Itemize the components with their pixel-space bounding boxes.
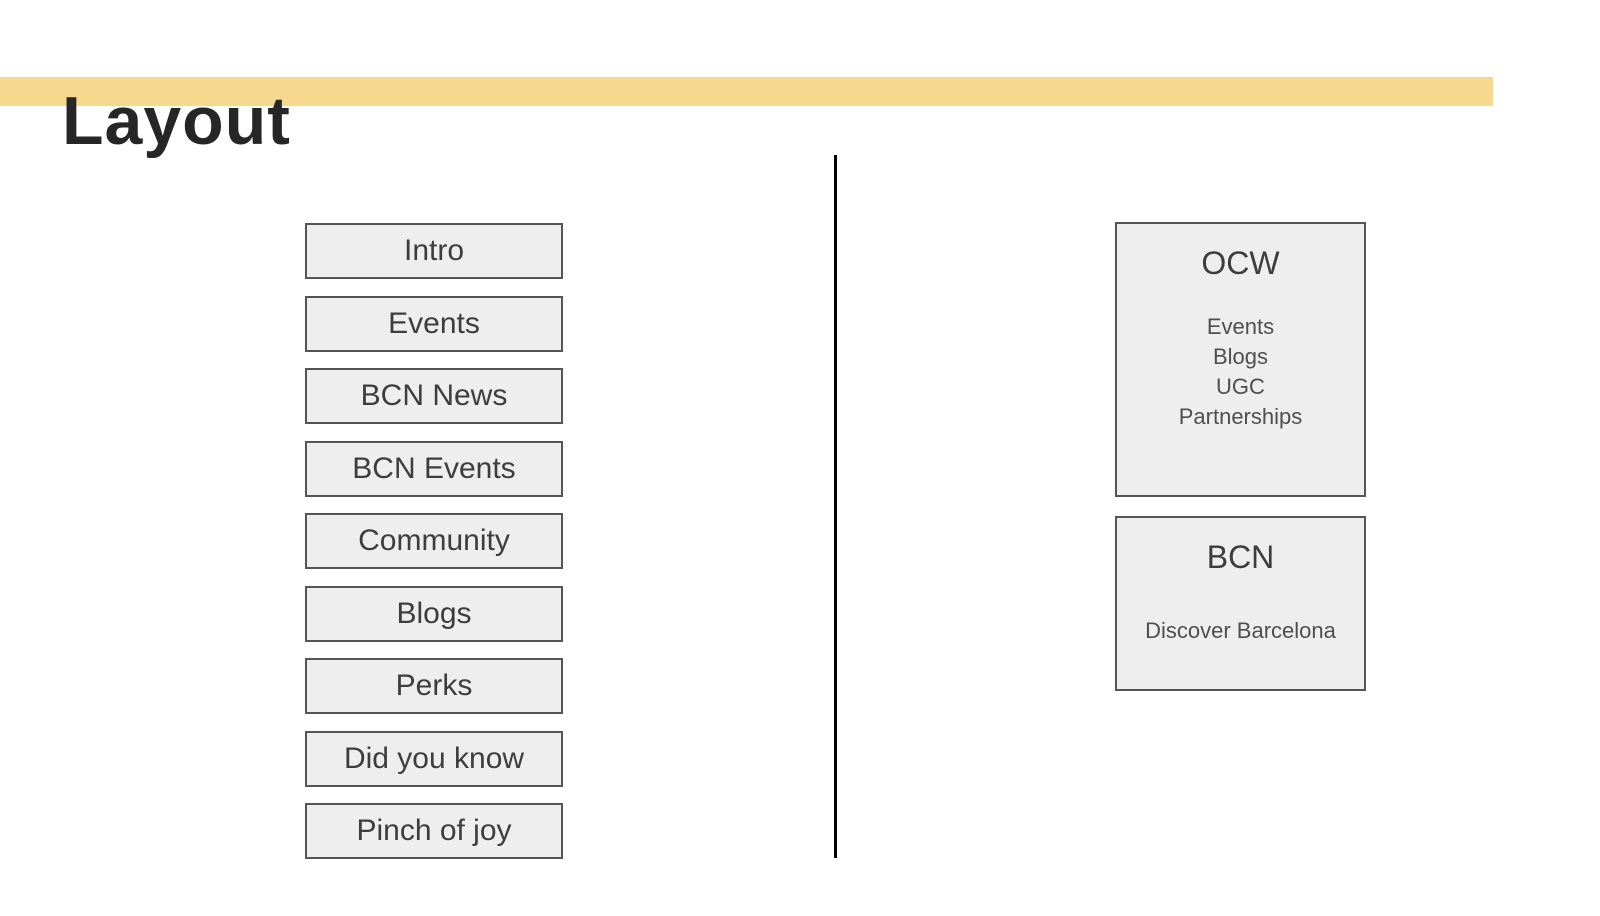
group-box-ocw: OCW Events Blogs UGC Partnerships [1115, 222, 1366, 497]
column-divider-line [834, 155, 837, 858]
group-title-ocw: OCW [1201, 245, 1280, 281]
title-accent-band [0, 77, 1493, 106]
group-item: UGC [1216, 374, 1265, 400]
group-item: Discover Barcelona [1145, 618, 1336, 644]
group-box-bcn: BCN Discover Barcelona [1115, 516, 1366, 691]
group-title-bcn: BCN [1206, 539, 1275, 575]
page-sections-column: Intro Events BCN News BCN Events Communi… [305, 223, 563, 859]
group-items-bcn: Discover Barcelona [1117, 616, 1364, 646]
group-items-ocw: Events Blogs UGC Partnerships [1117, 312, 1364, 432]
page-title: Layout [62, 82, 291, 159]
group-item: Events [1206, 314, 1275, 340]
group-item: Blogs [1212, 344, 1269, 370]
section-box-perks: Perks [305, 658, 563, 714]
section-box-pinch-of-joy: Pinch of joy [305, 803, 563, 859]
section-box-blogs: Blogs [305, 585, 563, 642]
section-box-community: Community [305, 513, 563, 569]
section-box-bcn-news: BCN News [305, 368, 563, 424]
section-box-intro: Intro [305, 223, 563, 279]
group-item: Partnerships [1178, 404, 1303, 430]
section-box-events: Events [305, 295, 563, 352]
section-box-bcn-events: BCN Events [305, 440, 563, 497]
section-box-did-you-know: Did you know [305, 730, 563, 787]
